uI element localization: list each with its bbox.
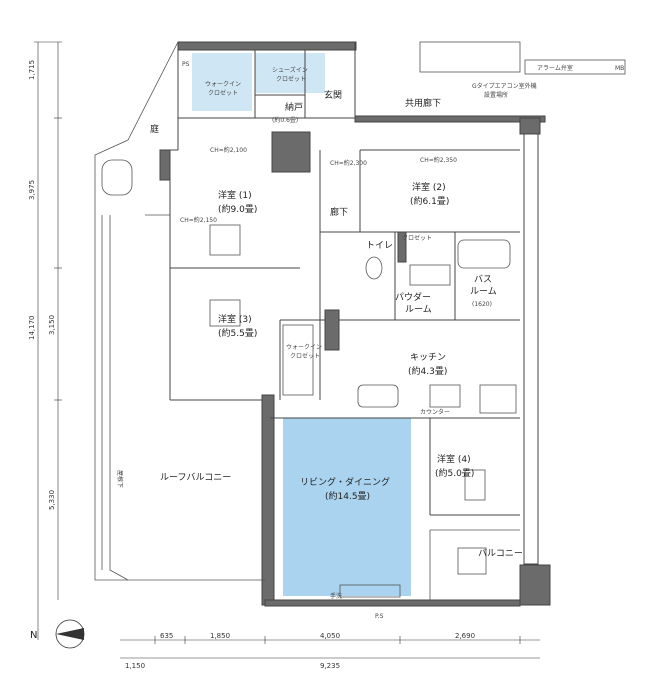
alcove-label: アラーム弁室 [537,64,573,72]
western3-size: (約5.5畳) [218,327,257,339]
kitchen-size: (約4.3畳) [408,365,447,377]
western2-size: (約6.1畳) [410,195,449,207]
roof-vertical: 屋根下 [116,470,124,488]
wic-b-label: ウォークイン [286,343,322,351]
mb-label: MB [615,65,624,72]
closet-label: クロゼット [402,234,432,242]
kitchen-name: キッチン [410,352,446,363]
storage-label: 納戸 [285,101,303,113]
balcony-label: バルコニー [478,548,523,559]
shoes-highlight [255,53,325,93]
ch-note-d: CH=約2,300 [330,159,367,167]
dim-bottom-total: 9,235 [320,662,340,670]
window-box [339,584,401,598]
shoes-label: シューズイン [272,66,308,74]
western4-size: (約5.0畳) [435,467,474,479]
dim-left-b: 5,330 [48,490,56,510]
ch-note-c: CH=約2,150 [180,216,217,224]
wic-label2: クロゼット [208,89,238,97]
compass-north: N [30,630,37,641]
dim-bottom-left: 1,150 [125,662,145,670]
bath-name2: ルーム [470,286,497,297]
western4-name: 洋室 (4) [437,453,471,465]
balcony-lines [94,41,626,600]
wic-label: ウォークイン [205,80,241,88]
dim-left-full: 14,170 [28,316,36,341]
entrance-label: 玄関 [324,89,342,101]
ps-note: P.S [375,613,384,620]
counter-label: カウンター [420,408,450,416]
western3-name: 洋室 (3) [218,313,252,325]
ldk-name: リビング・ダイニング [300,476,390,488]
western1-name: 洋室 (1) [218,189,252,201]
aircon-note: Gタイプエアコン室外機 [472,82,537,90]
dimension-lines [34,41,540,659]
powder-name2: ルーム [405,304,432,315]
ldk-size: (約14.5畳) [325,490,370,502]
dim-left-mid: 3,975 [28,180,36,200]
roof-balcony: ルーフバルコニー [160,472,231,483]
powder-name: パウダー [395,291,431,303]
western2-name: 洋室 (2) [412,181,446,193]
dim-bottom-3: 4,050 [320,632,340,640]
sink-note: 手洗 [330,592,342,600]
ldk-highlight [283,418,411,596]
ch-note-b: CH=約2,350 [420,156,457,164]
bath-name: バス [474,274,492,285]
dim-left-top: 1,715 [28,60,36,80]
garden-label: 庭 [150,123,159,135]
western1-size: (約9.0畳) [218,203,257,215]
fixtures [209,224,517,501]
shoes-label2: クロゼット [276,75,306,83]
compass [55,619,85,649]
ch-note-a: CH=約2,100 [210,146,247,154]
wic-highlight [192,53,252,111]
dim-bottom-1: 635 [160,632,173,640]
hall-label: 廊下 [330,206,348,218]
dim-bottom-2: 1,850 [210,632,230,640]
dim-left-a: 3,150 [48,315,56,335]
walls [159,41,551,607]
toilet-label: トイレ [366,241,393,251]
ps-label: PS [182,61,190,68]
wic-b-label2: クロゼット [290,352,320,360]
shared-corridor: 共用廊下 [405,97,441,109]
storage-size: (約0.6畳) [272,116,298,124]
bath-size: (1620) [472,301,492,308]
aircon-note2: 設置場所 [484,91,508,99]
dim-bottom-4: 2,690 [455,632,475,640]
